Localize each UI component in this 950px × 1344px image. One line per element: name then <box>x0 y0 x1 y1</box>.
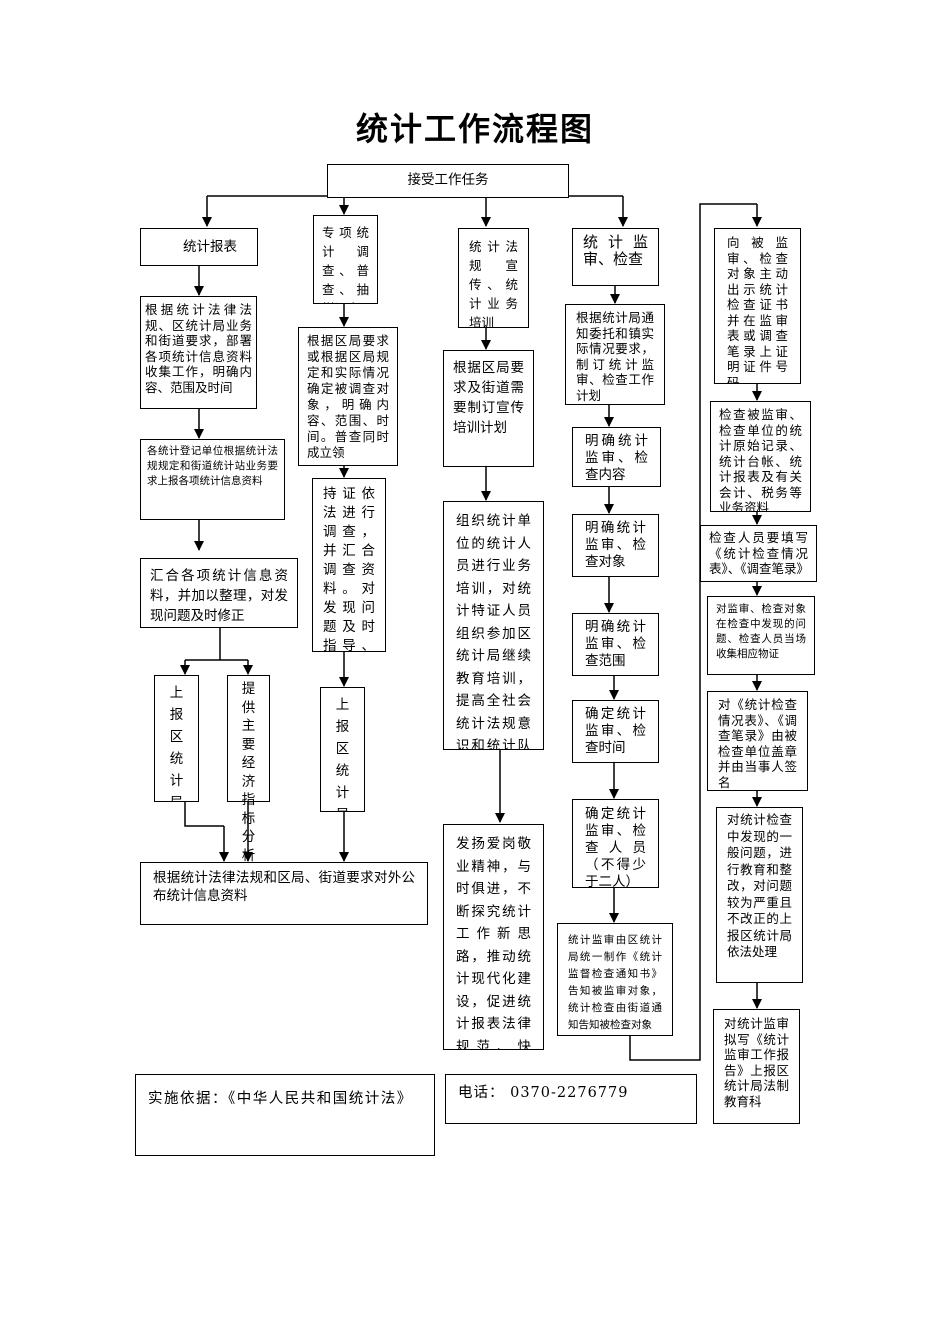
col1-step3-node: 汇合各项统计信息资料，并加以整理，对发现问题及时修正 <box>140 558 298 628</box>
col2-head-node: 专项统计调查、普查、抽样调查 <box>313 215 378 304</box>
col1-step2-node: 各统计登记单位根据统计法规规定和街道统计站业务要求上报各项统计信息资料 <box>140 439 285 520</box>
col1-step1-label: 根据统计法律法规、区统计局业务和街道要求，部署各项统计信息资料收集工作，明确内容… <box>145 302 252 395</box>
col1-step2-label: 各统计登记单位根据统计法规规定和街道统计站业务要求上报各项统计信息资料 <box>147 445 278 487</box>
col1-final-node: 根据统计法律法规和区局、街道要求对外公布统计信息资料 <box>140 862 428 925</box>
col2-head-label: 专项统计调查、普查、抽样调查 <box>322 225 369 303</box>
col4-step7-node: 统计监审由区统计局统一制作《统计监督检查通知书》告知被监审对象，统计检查由街道通… <box>557 923 673 1036</box>
col4-step3-label: 明确统计监审、检查对象 <box>585 520 646 570</box>
col2-step3-node: 上报区统计局 <box>320 687 365 812</box>
col1-step1-node: 根据统计法律法规、区统计局业务和街道要求，部署各项统计信息资料收集工作，明确内容… <box>140 296 257 409</box>
col5-step1-node: 向被监审、检查对象主动出示统计检查证书并在监审表或调查笔录上证明证件号码 <box>714 228 801 384</box>
basis-label: 实施依据：《中华人民共和国统计法》 <box>148 1091 413 1107</box>
col1-branch-a-node: 上报区统计局 <box>154 675 199 802</box>
col3-head-label: 统计法规宣传、统计业务培训 <box>469 239 518 328</box>
root-node: 接受工作任务 <box>327 164 569 198</box>
col5-step5-label: 对《统计检查情况表》、《调查笔录》由被检查单位盖章并由当事人签名 <box>718 697 797 790</box>
col4-step1-label: 根据统计局通知委托和镇实际情况要求，制订统计监审、检查工作计划 <box>576 310 654 403</box>
col5-step7-node: 对统计监审拟写《统计监审工作报告》上报区统计局法制教育科 <box>713 1009 800 1124</box>
col3-head-node: 统计法规宣传、统计业务培训 <box>458 228 529 328</box>
col5-step1-label: 向被监审、检查对象主动出示统计检查证书并在监审表或调查笔录上证明证件号码 <box>727 235 788 384</box>
col4-step3-node: 明确统计监审、检查对象 <box>572 514 659 577</box>
basis-note: 实施依据：《中华人民共和国统计法》 <box>135 1074 435 1156</box>
col5-step4-label: 对监审、检查对象在检查中发现的问题、检查人员当场收集相应物证 <box>716 603 806 660</box>
col3-step2-label: 组织统计单位的统计人员进行业务培训，对统计特证人员组织参加区统计局继续教育培训，… <box>456 513 531 750</box>
col1-head-label: 统计报表 <box>183 239 237 255</box>
col4-step6-label: 确定统计监审、检查人员（不得少于二人） <box>585 806 646 888</box>
col3-step3-node: 发扬爱岗敬业精神，与时俱进，不断探究统计工作新思路，推动统计现代化建设，促进统计… <box>443 824 544 1050</box>
col1-head-node: 统计报表 <box>140 228 258 266</box>
col5-step3-node: 检查人员要填写《统计检查情况表》、《调查笔录》 <box>700 525 817 582</box>
col3-step2-node: 组织统计单位的统计人员进行业务培训，对统计特证人员组织参加区统计局继续教育培训，… <box>443 501 544 750</box>
col2-step1-label: 根据区局要求或根据区局规定和实际情况确定被调查对象，明确内容、范围、时间。普查同… <box>307 333 389 460</box>
col4-step2-node: 明确统计监审、检查内容 <box>572 427 661 487</box>
root-label: 接受工作任务 <box>407 172 489 188</box>
col2-step2-label: 持证依法进行调查，并汇合调查资料。对发现问题及时指导、整改 <box>323 486 375 652</box>
col2-step3-label: 上报区统计局 <box>335 697 350 811</box>
col5-step3-label: 检查人员要填写《统计检查情况表》、《调查笔录》 <box>709 530 810 576</box>
col3-step1-node: 根据区局要求及街道需要制订宣传培训计划 <box>443 350 534 467</box>
col4-step4-node: 明确统计监审、检查范围 <box>572 613 659 676</box>
col5-step2-node: 检查被监审、检查单位的统计原始记录、统计台帐、统计报表及有关会计、税务等业务资料 <box>710 401 811 512</box>
col3-step1-label: 根据区局要求及街道需要制订宣传培训计划 <box>453 360 524 436</box>
col4-step5-node: 确定统计监审、检查时间 <box>572 700 659 763</box>
col4-step4-label: 明确统计监审、检查范围 <box>585 619 646 669</box>
col4-step1-node: 根据统计局通知委托和镇实际情况要求，制订统计监审、检查工作计划 <box>565 304 665 405</box>
col1-step3-label: 汇合各项统计信息资料，并加以整理，对发现问题及时修正 <box>150 568 288 624</box>
col5-step2-label: 检查被监审、检查单位的统计原始记录、统计台帐、统计报表及有关会计、税务等业务资料 <box>719 407 802 512</box>
col1-branch-b-node: 提供主要经济指标分析资料 <box>227 675 270 901</box>
phone-note: 电话： 0370-2276779 <box>445 1074 697 1124</box>
col4-step7-label: 统计监审由区统计局统一制作《统计监督检查通知书》告知被监审对象，统计检查由街道通… <box>568 934 662 1031</box>
col5-step6-node: 对统计检查中发现的一般问题，进行教育和整改，对问题较为严重且不改正的上报区统计局… <box>716 807 803 983</box>
col4-head-label: 统计监审、检查 <box>583 233 648 268</box>
col5-step5-node: 对《统计检查情况表》、《调查笔录》由被检查单位盖章并由当事人签名 <box>707 691 808 791</box>
col5-step7-label: 对统计监审拟写《统计监审工作报告》上报区统计局法制教育科 <box>724 1016 789 1109</box>
col5-step4-node: 对监审、检查对象在检查中发现的问题、检查人员当场收集相应物证 <box>707 596 815 675</box>
phone-label: 电话： 0370-2276779 <box>458 1085 629 1101</box>
col3-step3-label: 发扬爱岗敬业精神，与时俱进，不断探究统计工作新思路，推动统计现代化建设，促进统计… <box>456 836 531 1050</box>
col4-head-node: 统计监审、检查 <box>572 228 659 286</box>
col1-branch-a-label: 上报区统计局 <box>169 685 184 801</box>
col4-step6-node: 确定统计监审、检查人员（不得少于二人） <box>572 799 659 888</box>
col4-step2-label: 明确统计监审、检查内容 <box>585 433 648 483</box>
col2-step2-node: 持证依法进行调查，并汇合调查资料。对发现问题及时指导、整改 <box>312 478 386 652</box>
col5-step6-label: 对统计检查中发现的一般问题，进行教育和整改，对问题较为严重且不改正的上报区统计局… <box>727 812 792 959</box>
col2-step1-node: 根据区局要求或根据区局规定和实际情况确定被调查对象，明确内容、范围、时间。普查同… <box>298 327 398 466</box>
col4-step5-label: 确定统计监审、检查时间 <box>585 706 646 756</box>
page-title: 统计工作流程图 <box>355 110 594 148</box>
col1-final-label: 根据统计法律法规和区局、街道要求对外公布统计信息资料 <box>153 870 415 904</box>
